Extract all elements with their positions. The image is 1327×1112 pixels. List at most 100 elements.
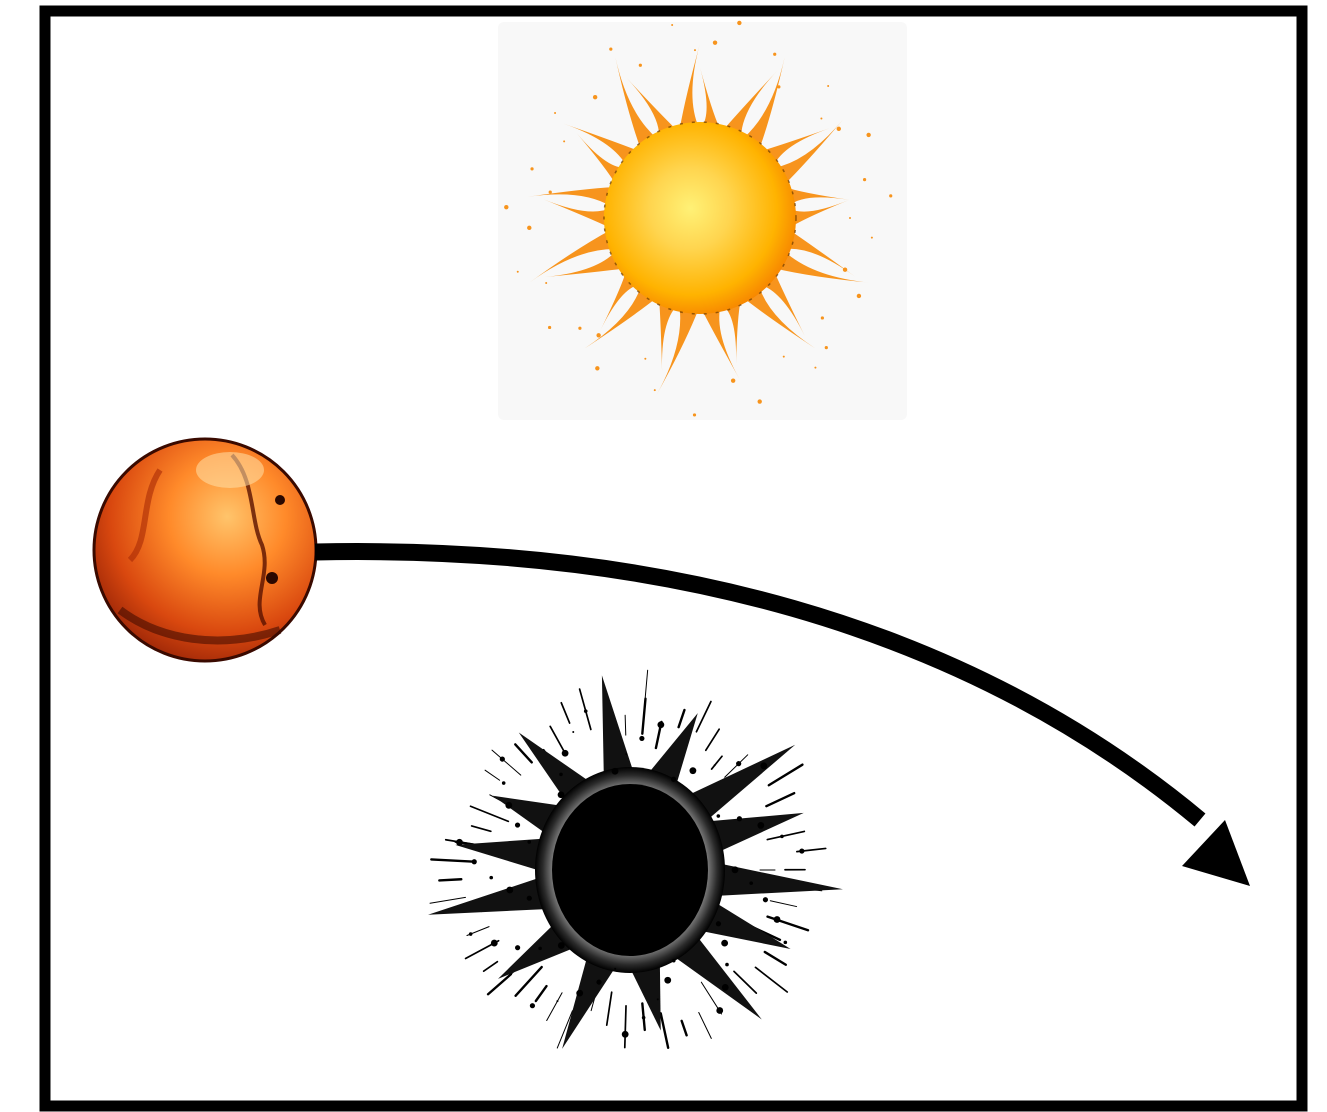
hole-ray	[695, 700, 712, 733]
sun-ray	[784, 186, 849, 207]
hole-splat	[760, 762, 768, 770]
hole-splat	[625, 753, 628, 756]
hole-splat	[656, 998, 659, 1001]
sun-spark	[692, 413, 697, 417]
hole-splat	[612, 768, 618, 774]
hole-splat	[713, 764, 716, 767]
sun-spark	[730, 378, 736, 383]
hole-ray	[623, 1004, 627, 1049]
hole-spike	[630, 964, 661, 1031]
hole-spike	[455, 838, 543, 871]
hole-splat	[639, 736, 644, 741]
hole-splat	[622, 1031, 629, 1037]
sun-ray	[527, 186, 616, 207]
hole-splat	[597, 980, 602, 984]
hole-ray	[534, 984, 548, 1003]
sun-spark	[836, 126, 841, 131]
sun-icon	[498, 20, 907, 420]
sun-spark	[545, 282, 548, 285]
sun-ray	[760, 269, 805, 337]
sun-spark	[773, 52, 777, 56]
hole-splat	[731, 866, 739, 874]
hole-ray	[491, 749, 522, 776]
hole-ray	[560, 701, 571, 724]
hole-splat	[559, 772, 563, 777]
hole-splat	[562, 750, 568, 756]
hole-splat	[665, 977, 671, 983]
hole-ray	[704, 728, 721, 752]
sun-spark	[671, 23, 674, 26]
hole-splat	[773, 916, 781, 923]
sun-ray	[543, 199, 611, 228]
hole-ray	[556, 1010, 573, 1049]
sun-spark	[820, 117, 823, 120]
hole-spike	[649, 713, 698, 784]
hole-ray	[429, 896, 466, 904]
hole-splat	[682, 712, 685, 715]
hole-spike	[718, 864, 843, 896]
hole-spike	[710, 812, 804, 852]
hole-ray	[470, 825, 492, 833]
sun-spark	[638, 63, 642, 67]
sun-ray	[774, 119, 844, 186]
sun-ray	[659, 298, 678, 372]
sun-spark	[609, 47, 613, 51]
hole-splat	[530, 1004, 535, 1008]
hole-splat	[471, 859, 477, 865]
hole-ray	[767, 763, 804, 787]
sun-spark	[856, 293, 862, 299]
hole-splat	[576, 989, 584, 997]
sun-spark	[820, 316, 824, 320]
sun-spark	[554, 111, 557, 114]
hole-spike	[601, 675, 633, 775]
hole-splat	[799, 848, 805, 854]
hole-ray	[643, 669, 649, 711]
sun-spark	[870, 236, 873, 239]
black-hole-icon	[424, 669, 843, 1099]
hole-spike	[562, 958, 615, 1049]
hole-splat	[557, 791, 565, 799]
hole-splat	[657, 722, 664, 728]
sun-spark	[824, 346, 828, 350]
curved-arrow-icon	[314, 543, 1250, 886]
sun-spark	[814, 366, 817, 369]
hole-splat	[736, 816, 743, 822]
hole-ray	[486, 973, 513, 996]
sun-spark	[516, 270, 519, 273]
hole-ray	[710, 755, 723, 770]
hole-ray	[724, 754, 749, 778]
hole-splat	[583, 709, 588, 713]
hole-splat	[750, 881, 753, 884]
hole-ray	[763, 950, 788, 966]
sun-spark	[578, 326, 582, 330]
sun-ray	[600, 269, 640, 331]
sun-ray	[742, 286, 816, 349]
hole-splat	[501, 781, 506, 785]
hole-ray	[659, 1012, 670, 1049]
sun-ray	[544, 250, 626, 277]
sun-ray	[529, 229, 616, 283]
hole-splat	[526, 895, 532, 901]
sun-spark	[693, 49, 696, 52]
hole-splat	[539, 947, 542, 950]
hole-ray	[514, 965, 543, 997]
sun-spark	[827, 84, 830, 87]
hole-splat	[736, 761, 741, 766]
hole-ray	[766, 830, 806, 841]
planet-icon	[92, 437, 318, 663]
hole-splat	[506, 886, 514, 894]
hole-spike	[690, 744, 796, 819]
hole-spike	[498, 924, 573, 979]
sun-spark	[530, 167, 534, 171]
hole-ray	[680, 1019, 688, 1037]
sun-spark	[644, 357, 647, 360]
sun-spark	[653, 389, 656, 392]
hole-splat	[490, 939, 498, 947]
hole-ray	[469, 805, 510, 823]
sun-spark	[842, 267, 848, 272]
sun-ray	[584, 286, 658, 349]
sun-spark	[595, 366, 600, 371]
hole-ray	[769, 900, 798, 908]
sun-spark	[527, 225, 532, 231]
